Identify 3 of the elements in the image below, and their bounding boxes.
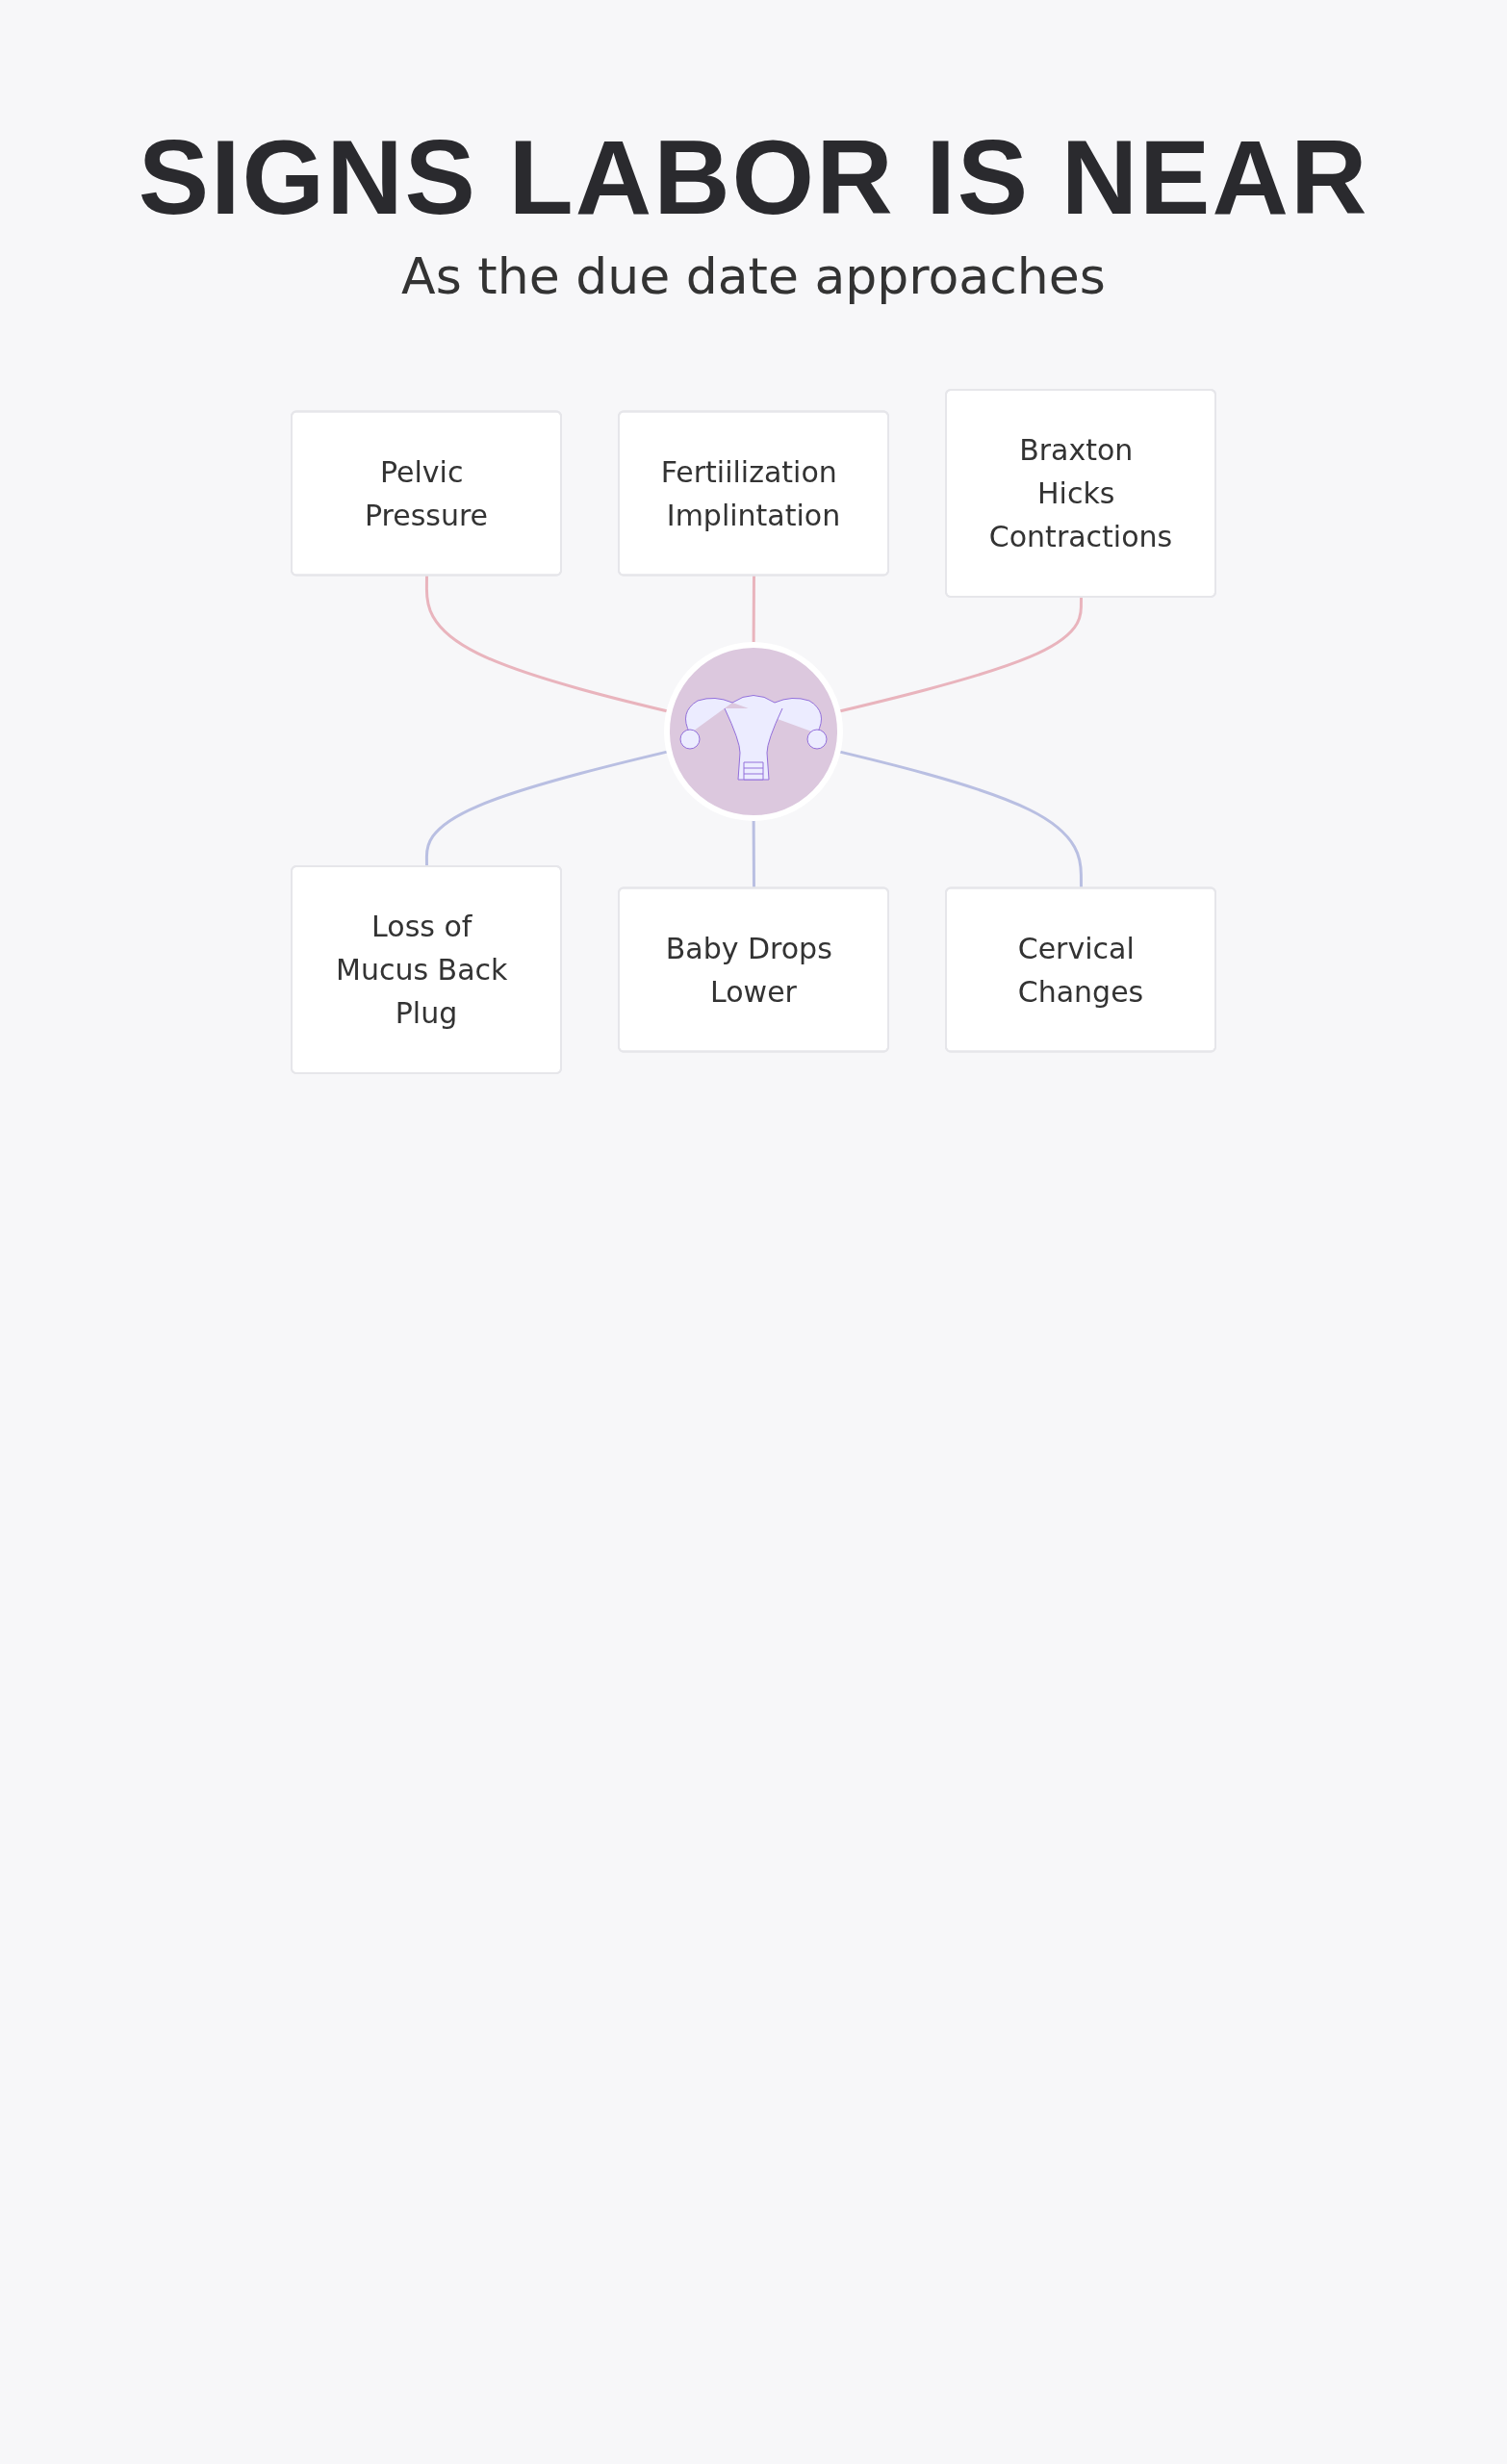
node-picture (664, 642, 843, 821)
title: SIGNS LABOR IS NEAR (138, 116, 1369, 238)
subtitle: As the due date approaches (401, 247, 1106, 305)
